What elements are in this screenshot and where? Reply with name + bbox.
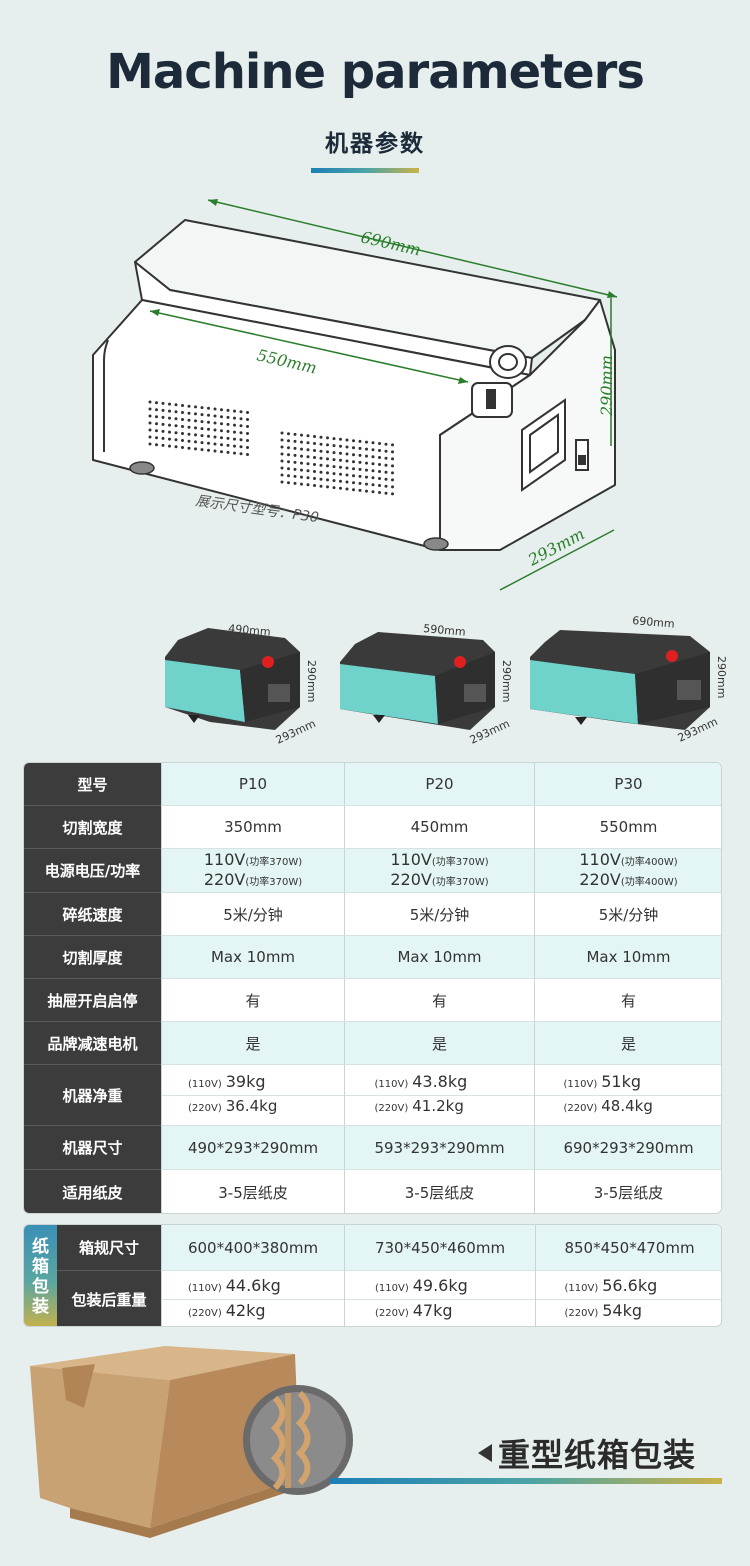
cell-packed-weight: (110V)49.6kg (220V)47kg xyxy=(344,1271,535,1326)
mini-machine-p10 xyxy=(165,628,300,730)
row-label-box-size: 箱规尺寸 xyxy=(57,1225,161,1271)
hero-dim-height: 290mm xyxy=(597,355,616,417)
mini-3-width: 690mm xyxy=(632,614,675,631)
slogan-underline xyxy=(330,1478,722,1484)
row-label-drawer: 抽屉开启启停 xyxy=(24,979,161,1022)
mini-2-height: 290mm xyxy=(500,660,513,702)
row-label-motor: 品牌减速电机 xyxy=(24,1022,161,1065)
cell-net-weight: (110V)39kg (220V)36.4kg xyxy=(161,1065,344,1126)
cell-packed-weight: (110V)56.6kg (220V)54kg xyxy=(535,1271,721,1326)
table-row: 包装后重量 (110V)44.6kg (220V)42kg (110V)49.6… xyxy=(57,1271,721,1326)
table-row: 品牌减速电机 是 是 是 xyxy=(24,1022,721,1065)
cell-paper: 3-5层纸皮 xyxy=(161,1170,344,1213)
triangle-left-icon xyxy=(478,1444,492,1462)
row-label-thickness: 切割厚度 xyxy=(24,936,161,979)
cell-drawer: 有 xyxy=(344,979,534,1022)
cell-motor: 是 xyxy=(344,1022,534,1065)
cell-model-p10: P10 xyxy=(161,763,344,806)
cell-motor: 是 xyxy=(161,1022,344,1065)
table-row: 碎纸速度 5米/分钟 5米/分钟 5米/分钟 xyxy=(24,893,721,936)
package-table: 纸箱包装 箱规尺寸 600*400*380mm 730*450*460mm 85… xyxy=(23,1224,722,1327)
cell-size: 593*293*290mm xyxy=(344,1126,534,1170)
slogan: 重型纸箱包装 xyxy=(478,1430,696,1476)
table-row: 箱规尺寸 600*400*380mm 730*450*460mm 850*450… xyxy=(57,1225,721,1271)
cell-power: 110V(功率370W) 220V(功率370W) xyxy=(344,849,534,893)
cell-packed-weight: (110V)44.6kg (220V)42kg xyxy=(161,1271,344,1326)
row-label-speed: 碎纸速度 xyxy=(24,893,161,936)
table-row: 机器净重 (110V)39kg (220V)36.4kg (110V)43.8k… xyxy=(24,1065,721,1126)
package-side-label: 纸箱包装 xyxy=(24,1225,57,1326)
cell-model-p20: P20 xyxy=(344,763,534,806)
cell-net-weight: (110V)51kg (220V)48.4kg xyxy=(534,1065,721,1126)
row-label-cut-width: 切割宽度 xyxy=(24,806,161,849)
cell-drawer: 有 xyxy=(161,979,344,1022)
table-row: 电源电压/功率 110V(功率370W) 220V(功率370W) 110V(功… xyxy=(24,849,721,893)
slogan-text: 重型纸箱包装 xyxy=(498,1436,697,1474)
title-accent-bar xyxy=(311,168,419,173)
cell-thickness: Max 10mm xyxy=(534,936,721,979)
cell-model-p30: P30 xyxy=(534,763,721,806)
mini-1-height: 290mm xyxy=(305,660,318,702)
table-row: 切割厚度 Max 10mm Max 10mm Max 10mm xyxy=(24,936,721,979)
spec-table: 型号 P10 P20 P30 切割宽度 350mm 450mm 550mm 电源… xyxy=(23,762,722,1214)
table-row: 机器尺寸 490*293*290mm 593*293*290mm 690*293… xyxy=(24,1126,721,1170)
table-row: 切割宽度 350mm 450mm 550mm xyxy=(24,806,721,849)
mini-machine-p30 xyxy=(530,630,710,730)
page-subtitle: 机器参数 xyxy=(325,131,425,157)
table-row: 型号 P10 P20 P30 xyxy=(24,763,721,806)
model-size-comparison: 490mm 290mm 293mm 590mm 290mm 293mm 690m… xyxy=(165,614,728,747)
cell-size: 490*293*290mm xyxy=(161,1126,344,1170)
page-title: Machine parameters xyxy=(106,44,645,100)
cell-thickness: Max 10mm xyxy=(161,936,344,979)
cell-motor: 是 xyxy=(534,1022,721,1065)
cell-box-size: 730*450*460mm xyxy=(344,1225,535,1271)
cell-box-size: 850*450*470mm xyxy=(535,1225,721,1271)
cell-net-weight: (110V)43.8kg (220V)41.2kg xyxy=(344,1065,534,1126)
mini-3-height: 290mm xyxy=(715,656,728,698)
cell-thickness: Max 10mm xyxy=(344,936,534,979)
vent-holes xyxy=(148,400,394,496)
mini-machine-p20 xyxy=(340,632,495,730)
machine-line-drawing: 690mm 550mm 290mm 293mm 展示尺寸型号：P30 xyxy=(92,199,618,591)
cell-cut-width: 550mm xyxy=(534,806,721,849)
cardboard-box-illustration xyxy=(30,1346,353,1538)
cell-drawer: 有 xyxy=(534,979,721,1022)
cell-paper: 3-5层纸皮 xyxy=(534,1170,721,1213)
cell-cut-width: 350mm xyxy=(161,806,344,849)
row-label-net-weight: 机器净重 xyxy=(24,1065,161,1126)
row-label-packed-weight: 包装后重量 xyxy=(57,1271,161,1326)
cell-speed: 5米/分钟 xyxy=(161,893,344,936)
table-row: 适用纸皮 3-5层纸皮 3-5层纸皮 3-5层纸皮 xyxy=(24,1170,721,1213)
row-label-size: 机器尺寸 xyxy=(24,1126,161,1170)
cell-paper: 3-5层纸皮 xyxy=(344,1170,534,1213)
cell-power: 110V(功率370W) 220V(功率370W) xyxy=(161,849,344,893)
cell-cut-width: 450mm xyxy=(344,806,534,849)
table-row: 抽屉开启启停 有 有 有 xyxy=(24,979,721,1022)
row-label-model: 型号 xyxy=(24,763,161,806)
mini-2-width: 590mm xyxy=(423,622,466,639)
cell-speed: 5米/分钟 xyxy=(344,893,534,936)
row-label-paper: 适用纸皮 xyxy=(24,1170,161,1213)
cell-size: 690*293*290mm xyxy=(534,1126,721,1170)
cell-power: 110V(功率400W) 220V(功率400W) xyxy=(534,849,721,893)
cell-speed: 5米/分钟 xyxy=(534,893,721,936)
cell-box-size: 600*400*380mm xyxy=(161,1225,344,1271)
row-label-power: 电源电压/功率 xyxy=(24,849,161,893)
mini-1-width: 490mm xyxy=(228,622,271,639)
